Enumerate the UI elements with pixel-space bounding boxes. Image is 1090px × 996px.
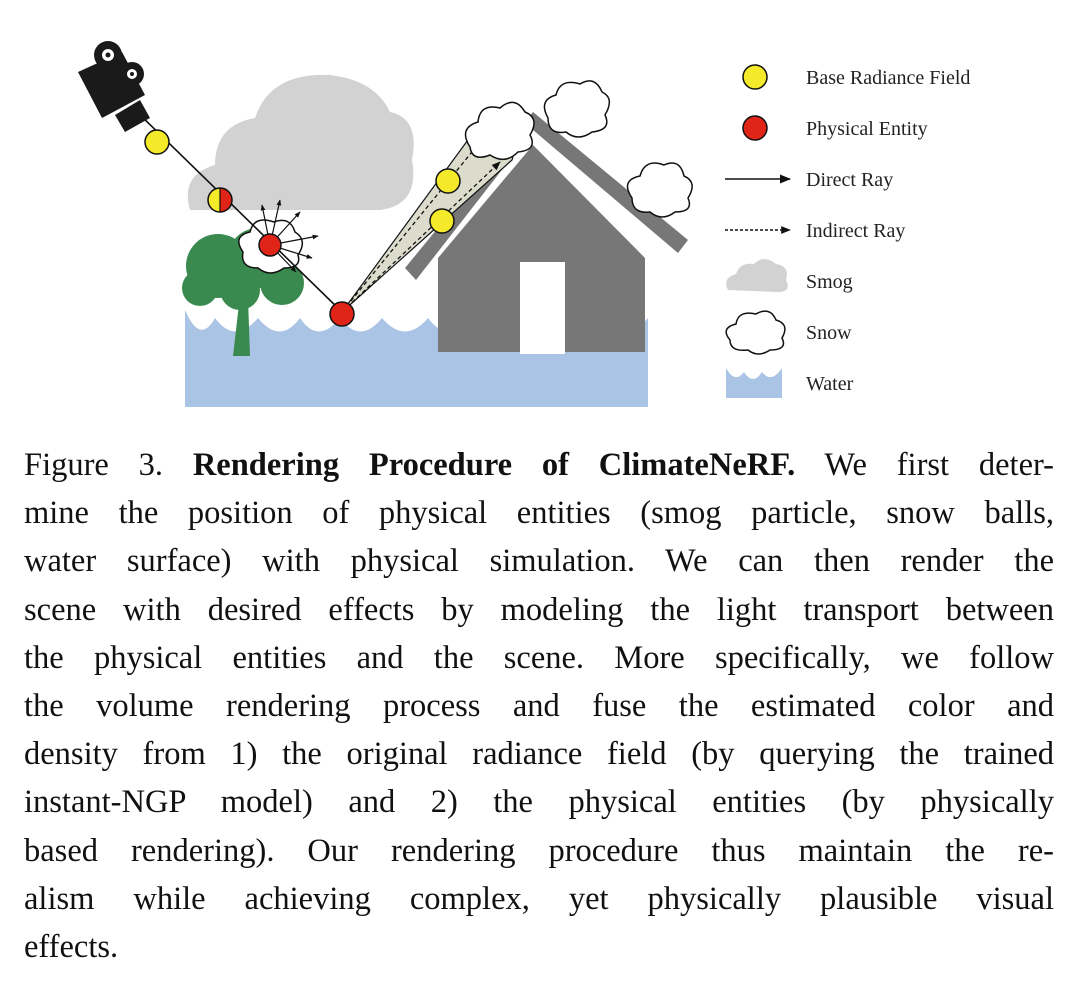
legend-base-radiance-marker — [742, 64, 768, 90]
caption-line: mine the position of physical entities (… — [24, 495, 1054, 532]
legend-label: Physical Entity — [806, 118, 928, 140]
caption-line: scene with desired effects by modeling t… — [24, 591, 1054, 628]
caption-line: effects. — [24, 929, 119, 966]
legend-label: Base Radiance Field — [806, 67, 970, 89]
figure-label: Figure 3. — [24, 447, 193, 483]
caption-line: density from 1) the original radiance fi… — [24, 736, 1054, 773]
legend: Base Radiance Field Physical Entity Dire… — [725, 64, 970, 398]
snow-cloud-icon — [464, 101, 535, 161]
physical-entity-sample — [329, 301, 355, 327]
snow-cloud-icon — [626, 162, 693, 218]
base-radiance-sample — [429, 208, 455, 234]
legend-water-icon — [726, 368, 782, 398]
legend-physical-entity-marker — [742, 115, 768, 141]
caption-line: alism while achieving complex, yet physi… — [24, 880, 1054, 917]
house-icon — [405, 112, 688, 354]
rendering-procedure-figure: Base Radiance Field Physical Entity Dire… — [78, 41, 970, 407]
caption-line: based rendering). Our rendering procedur… — [24, 832, 1054, 869]
mixed-sample — [207, 187, 233, 213]
caption-line: Figure 3. Rendering Procedure of Climate… — [24, 441, 1054, 489]
snow-cloud-icon — [543, 80, 611, 138]
smog-cloud-icon — [187, 74, 414, 210]
camera-icon — [78, 41, 150, 132]
legend-label: Smog — [806, 271, 853, 293]
base-radiance-sample — [144, 129, 170, 155]
caption-line: instant-NGP model) and 2) the physical e… — [24, 784, 1054, 821]
caption-title: Rendering Procedure of ClimateNeRF. — [192, 447, 796, 483]
caption-line: the physical entities and the scene. Mor… — [24, 639, 1054, 676]
physical-entity-sample — [258, 233, 282, 257]
caption-text: We first deter- — [795, 447, 1054, 483]
legend-snow-icon — [725, 310, 786, 355]
caption-line: the volume rendering process and fuse th… — [24, 688, 1054, 725]
legend-label: Direct Ray — [806, 169, 893, 191]
legend-label: Water — [806, 373, 854, 395]
legend-smog-icon — [726, 259, 788, 292]
base-radiance-sample — [435, 168, 461, 194]
legend-label: Snow — [806, 322, 852, 344]
caption-line: water surface) with physical simulation.… — [24, 543, 1054, 580]
figure-caption: Figure 3. Rendering Procedure of Climate… — [24, 441, 1054, 971]
legend-label: Indirect Ray — [806, 220, 905, 242]
